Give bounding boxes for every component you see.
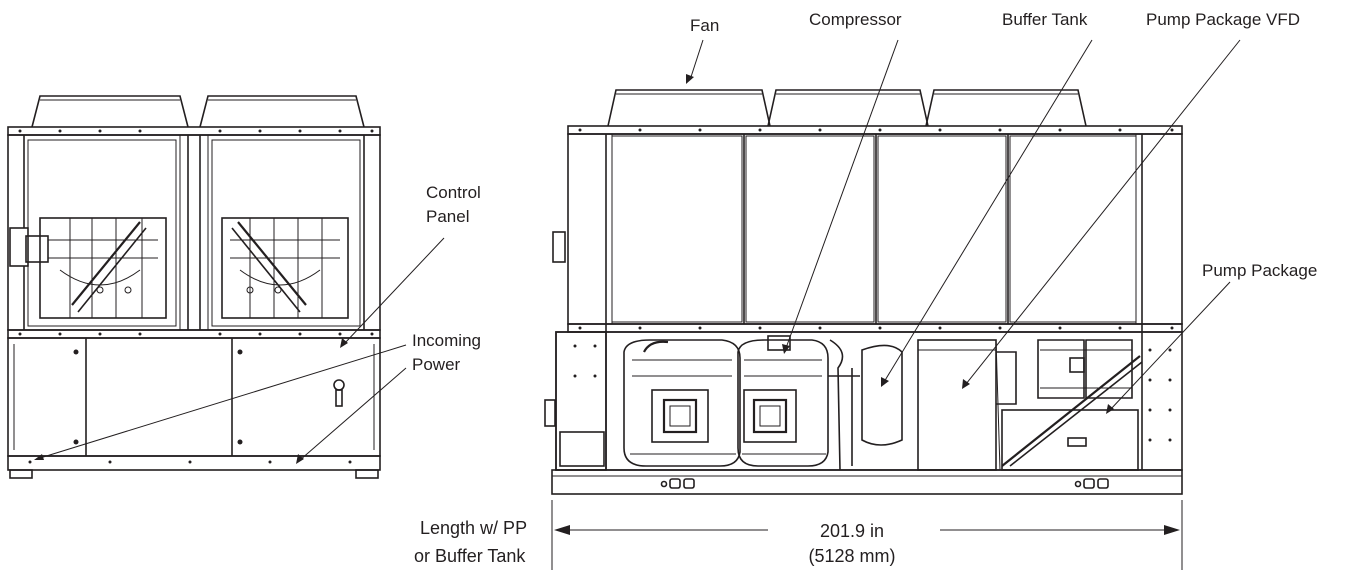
side-view-lifting-holes [660,478,1109,489]
side-view-fan-shroud-3 [925,89,1087,127]
end-view-upper-frame [7,134,381,331]
side-view-mid-rail [567,323,1183,333]
label-buffer-tank: Buffer Tank [1002,10,1088,29]
side-view-piping [829,339,844,471]
side-view-compressor-2 [737,335,829,467]
end-view-base [7,455,381,471]
side-view-compressor-1 [623,339,741,467]
end-view [7,95,381,479]
side-view-rivets [573,128,1174,442]
label-control-panel-line1: Control [426,183,481,202]
label-compressor: Compressor [809,10,902,29]
end-view-internals-left [39,217,167,319]
end-view-rivets [18,129,374,464]
side-view-fan-shroud-2 [767,89,929,127]
end-view-top-rail [7,126,381,136]
label-incoming-power-line2: Power [412,355,461,374]
side-view-side-handle-lower [544,399,556,427]
label-fan: Fan [690,16,719,35]
side-view-fan-shroud-1 [607,89,771,127]
label-control-panel-line2: Panel [426,207,469,226]
side-view-top-rail [567,125,1183,135]
side-view-pump-package [1001,339,1143,471]
label-pump-package-vfd: Pump Package VFD [1146,10,1300,29]
end-view-internals-right [221,217,349,319]
side-view-lower-compartment [555,331,1183,471]
length-dimension [551,500,1183,570]
side-view-side-handle-upper [552,231,566,263]
dimension-value-mm: (5128 mm) [808,546,895,566]
dimension-caption-line1: Length w/ PP [420,518,527,538]
end-view-disconnect-handle [333,379,345,407]
end-view-display-icon [25,235,49,263]
dimension-value-in: 201.9 in [820,521,884,541]
leader-lines [34,39,1241,464]
dimension-caption-line2: or Buffer Tank [414,546,526,566]
end-view-lower-enclosure [7,337,381,457]
end-view-fan-shroud-left [31,95,189,128]
label-incoming-power-line1: Incoming [412,331,481,350]
end-view-fan-shroud-right [199,95,365,128]
label-pump-package: Pump Package [1202,261,1317,280]
end-view-side-box [9,227,29,267]
side-view-vfd-box [917,339,997,471]
end-view-mid-rail [7,329,381,339]
side-view-base [551,469,1183,495]
side-view [544,89,1183,495]
